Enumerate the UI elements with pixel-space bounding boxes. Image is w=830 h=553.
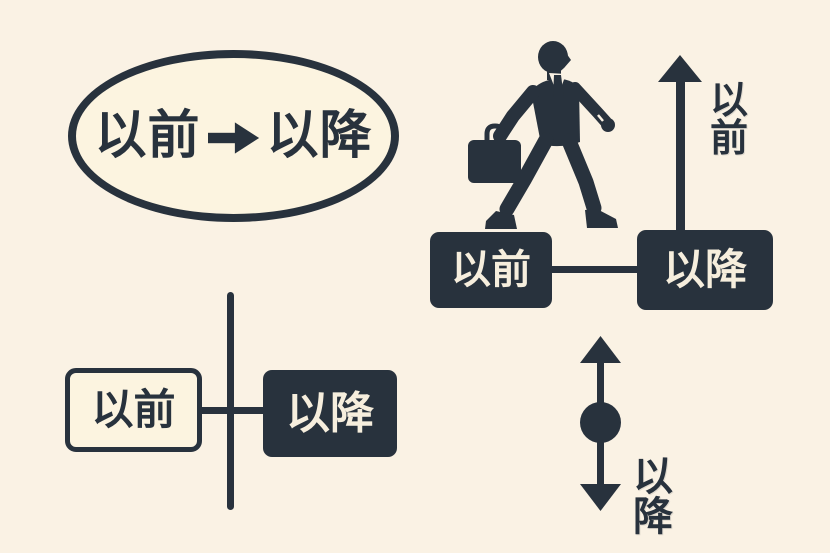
right-arrow-icon <box>207 122 259 154</box>
timeline-before-box-label: 以前 <box>91 385 176 434</box>
up-arrow-icon <box>658 55 702 82</box>
timeline-after-box-label: 以降 <box>286 387 374 439</box>
up-arrowhead-icon <box>580 336 621 363</box>
walk-after-box: 以降 <box>637 230 773 310</box>
walk-after-box-label: 以降 <box>662 245 747 294</box>
updown-arrow-label: 以降 <box>633 454 673 540</box>
timeline-vertical-line <box>227 292 234 510</box>
oval-diagram: 以前 以降 <box>68 50 399 222</box>
walk-connector-line <box>552 266 637 273</box>
timeline-connector-line <box>200 407 265 414</box>
up-arrow-shaft <box>676 78 685 231</box>
oval-before-label: 以前 <box>94 106 201 166</box>
businessman-walking-icon <box>468 41 618 229</box>
timeline-after-box: 以降 <box>263 370 397 457</box>
down-arrowhead-icon <box>580 484 621 511</box>
walk-before-box: 以前 <box>430 232 552 308</box>
walk-arrow-label: 以前 <box>710 78 749 160</box>
midpoint-dot <box>580 402 621 443</box>
timeline-before-box: 以前 <box>65 368 202 452</box>
walk-before-box-label: 以前 <box>451 247 531 293</box>
oval-after-label: 以降 <box>266 106 373 166</box>
